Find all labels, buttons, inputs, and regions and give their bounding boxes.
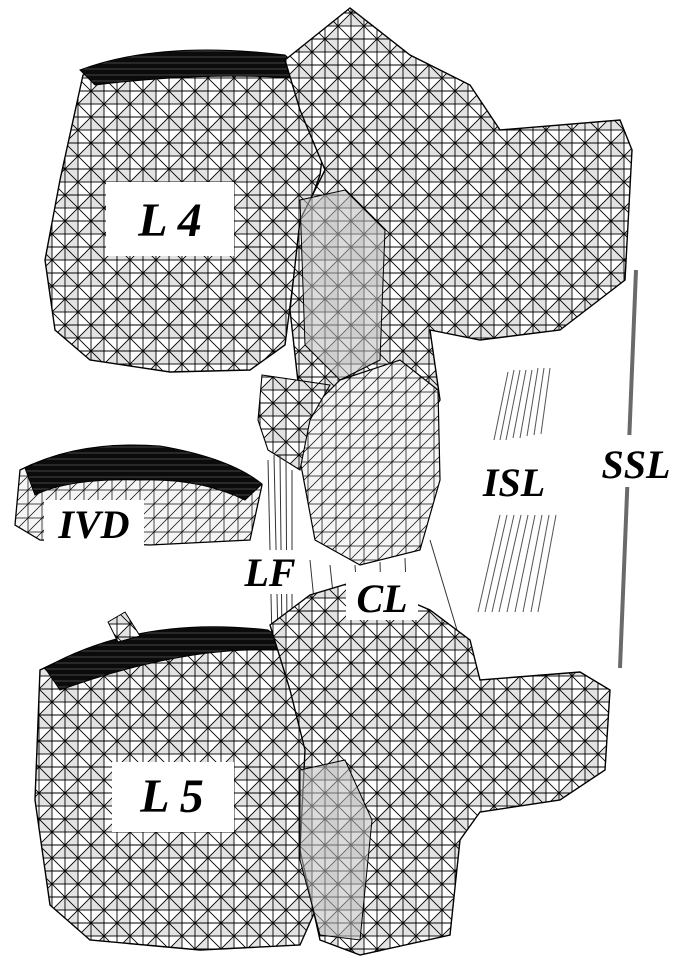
cl-label: CL — [356, 576, 407, 621]
ivd-label-group: IVD — [44, 500, 144, 548]
isl-label: ISL — [482, 460, 545, 505]
lf-label: LF — [243, 550, 295, 595]
ssl-label: SSL — [602, 442, 671, 487]
interspinous-ligament-lower-lines — [478, 515, 556, 612]
l4-label-group: L 4 — [106, 182, 234, 256]
l4-label: L 4 — [137, 194, 202, 247]
cl-label-group: CL — [346, 572, 418, 621]
ssl-label-group: SSL — [584, 435, 692, 487]
lf-label-group: LF — [238, 550, 302, 595]
ivd-label: IVD — [57, 502, 129, 547]
l4-lamina-shadow — [300, 190, 385, 380]
l5-label-group: L 5 — [112, 762, 234, 832]
l5-superior-articular-process — [108, 612, 140, 642]
l5-label: L 5 — [139, 770, 204, 823]
interspinous-ligament-upper-lines — [494, 368, 550, 440]
